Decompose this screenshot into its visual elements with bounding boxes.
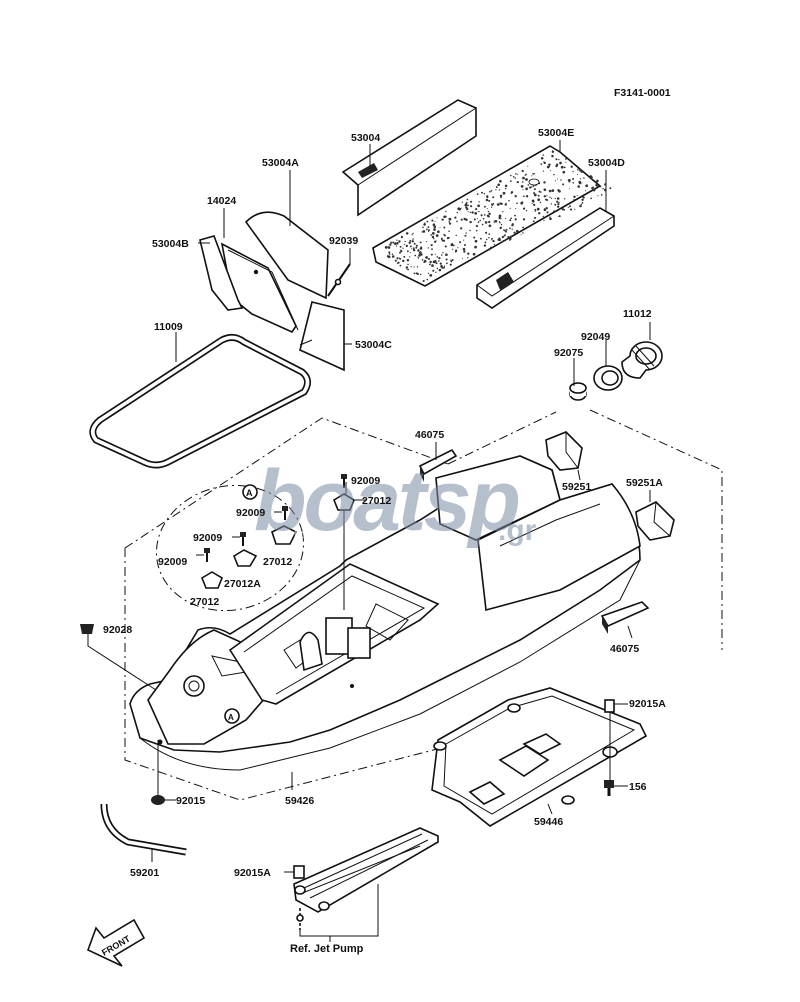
watermark-tagline: boat spare parts bbox=[294, 527, 381, 541]
label-59426: 59426 bbox=[285, 795, 314, 807]
block-59251A bbox=[635, 501, 675, 541]
pad-46075-upper bbox=[418, 448, 458, 482]
label-92009-c: 92009 bbox=[193, 532, 222, 544]
grip-27012-c bbox=[233, 549, 258, 567]
label-53004B: 53004B bbox=[152, 238, 189, 250]
label-11012: 11012 bbox=[623, 308, 652, 320]
label-27012A: 27012A bbox=[224, 578, 261, 590]
mat-53004E bbox=[372, 145, 612, 287]
front-arrow: FRONT bbox=[86, 918, 146, 967]
pad-53004B bbox=[199, 235, 244, 311]
label-46075-lower: 46075 bbox=[610, 643, 639, 655]
label-156: 156 bbox=[629, 781, 647, 793]
leader-lines bbox=[87, 140, 651, 942]
label-53004D: 53004D bbox=[588, 157, 625, 169]
ring-92049 bbox=[593, 365, 623, 391]
fastener-92009-top bbox=[341, 474, 347, 488]
fastener-92009-b bbox=[282, 506, 288, 520]
label-14024: 14024 bbox=[207, 195, 236, 207]
pad-46075-lower bbox=[600, 601, 650, 634]
label-92015A: 92015A bbox=[629, 698, 666, 710]
label-27012-b: 27012 bbox=[263, 556, 292, 568]
duct-11012 bbox=[621, 341, 663, 379]
pad-53004C bbox=[299, 301, 345, 372]
diagram-ref-code: F3141-0001 bbox=[614, 87, 671, 99]
cap-92075 bbox=[569, 382, 587, 401]
label-53004: 53004 bbox=[351, 132, 380, 144]
strap-92039 bbox=[327, 263, 351, 297]
label-92075: 92075 bbox=[554, 347, 583, 359]
label-92049: 92049 bbox=[581, 331, 610, 343]
fastener-92009-c bbox=[240, 532, 246, 546]
grommet-92015 bbox=[151, 795, 165, 805]
grip-27012A bbox=[201, 571, 223, 589]
label-53004A: 53004A bbox=[262, 157, 299, 169]
pan-59446 bbox=[431, 687, 648, 827]
circle-marker-a: A bbox=[246, 488, 253, 498]
label-92015A-lower: 92015A bbox=[234, 867, 271, 879]
strip-59201 bbox=[100, 803, 187, 856]
pad-53004A bbox=[244, 211, 329, 300]
label-ref-jet-pump: Ref. Jet Pump bbox=[290, 943, 364, 955]
label-46075-upper: 46075 bbox=[415, 429, 444, 441]
label-92015: 92015 bbox=[176, 795, 205, 807]
hull-59426: A bbox=[124, 409, 723, 801]
block-59251 bbox=[545, 431, 583, 471]
label-92009-b: 92009 bbox=[236, 507, 265, 519]
label-59201: 59201 bbox=[130, 867, 159, 879]
jet-pump-pad bbox=[293, 827, 439, 913]
fastener-92009-d bbox=[204, 548, 210, 562]
grommet-92015A-lower bbox=[293, 865, 305, 879]
gasket-11009 bbox=[89, 333, 311, 469]
label-27012-top: 27012 bbox=[362, 495, 391, 507]
label-92009-top: 92009 bbox=[351, 475, 380, 487]
plug-92028 bbox=[80, 624, 94, 634]
label-27012-c: 27012 bbox=[190, 596, 219, 608]
label-92009-d: 92009 bbox=[158, 556, 187, 568]
label-59251: 59251 bbox=[562, 481, 591, 493]
pad-53004D bbox=[476, 207, 615, 309]
pad-53004 bbox=[341, 99, 477, 217]
bolt-156 bbox=[604, 780, 614, 796]
label-11009: 11009 bbox=[154, 321, 183, 333]
label-59446: 59446 bbox=[534, 816, 563, 828]
watermark-main: boatsp bbox=[254, 453, 518, 549]
watermark: boatsp .gr boat spare parts bbox=[254, 453, 537, 549]
part-labels: 53004 53004E 53004A 53004D 14024 53004B … bbox=[103, 127, 666, 955]
label-53004E: 53004E bbox=[538, 127, 574, 139]
grip-27012-b bbox=[271, 525, 298, 545]
grip-27012-top bbox=[333, 493, 355, 511]
label-92028: 92028 bbox=[103, 624, 132, 636]
jet-pump-bolt bbox=[296, 908, 304, 930]
circle-callout-A: A bbox=[155, 484, 305, 612]
svg-text:A: A bbox=[228, 713, 234, 722]
label-53004C: 53004C bbox=[355, 339, 392, 351]
label-92039: 92039 bbox=[329, 235, 358, 247]
label-59251A: 59251A bbox=[626, 477, 663, 489]
watermark-suffix: .gr bbox=[498, 514, 537, 547]
